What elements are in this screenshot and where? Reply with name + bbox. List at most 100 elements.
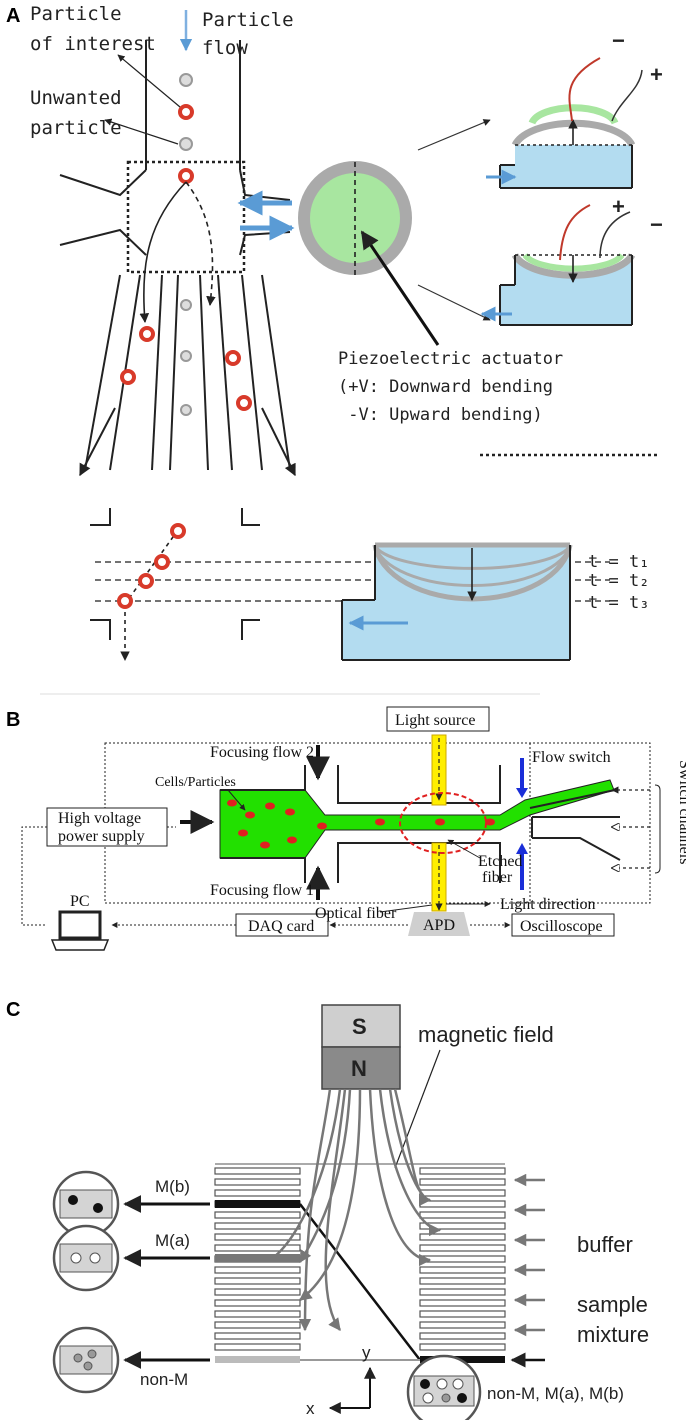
magnet-n-label: N — [351, 1056, 367, 1081]
actuator-label-line2: (+V: Downward bending — [338, 377, 553, 397]
apd-label: APD — [423, 917, 455, 934]
cells — [227, 799, 495, 849]
time-label-t1: t = t₁ — [588, 552, 649, 572]
label-unwanted-line1: Unwanted — [30, 87, 122, 109]
particle-path — [124, 529, 179, 605]
time-label-t3: t = t₃ — [588, 593, 649, 613]
optical-fiber-label: Optical fiber — [315, 905, 397, 922]
bottom-cross-channel — [90, 508, 260, 640]
ma-label: M(a) — [155, 1231, 190, 1250]
panel-a: A Particle of interest Particle flow Unw… — [6, 3, 663, 695]
hv-label-line2: power supply — [58, 828, 145, 845]
magnet-s — [321, 1004, 401, 1048]
pointer-actuator — [360, 230, 440, 346]
label-particle-flow-line2: flow — [202, 37, 248, 59]
pc-hv-link — [21, 826, 47, 926]
detail-downward-bending — [480, 204, 636, 326]
label-particle-of-interest-line2: of interest — [30, 33, 156, 55]
y-axis-label: y — [362, 1343, 371, 1362]
time-label-t2: t = t₂ — [588, 571, 649, 591]
detail-upward-bending — [486, 57, 643, 189]
sample-label-line2: mixture — [577, 1322, 649, 1347]
panel-c-label: C — [6, 999, 20, 1021]
cells-particles-label: Cells/Particles — [155, 775, 236, 790]
mixture-legend: non-M, M(a), M(b) — [487, 1384, 624, 1403]
mixture-circle — [406, 1354, 482, 1420]
trajectory-right — [185, 181, 216, 306]
outlet-non-m — [215, 1356, 300, 1363]
oscilloscope-box — [511, 913, 615, 937]
etched-pointer — [447, 839, 481, 859]
main-channel — [219, 779, 615, 859]
pointer-to-lower-detail — [417, 284, 491, 321]
sign-upper-minus: − — [612, 28, 625, 53]
magnetic-field-label: magnetic field — [418, 1022, 554, 1047]
pointer-particle-of-interest — [117, 54, 181, 108]
daq-label: DAQ card — [248, 918, 314, 935]
outlet-mb — [215, 1200, 300, 1208]
cells-pointer — [227, 789, 246, 811]
hv-box — [46, 807, 168, 847]
actuator-label-line3: -V: Upward bending) — [338, 405, 543, 425]
zoom-arrow-right — [261, 407, 296, 477]
outlet-ma — [215, 1254, 300, 1262]
focusing-flow-1-label: Focusing flow 1 — [210, 882, 314, 899]
buffer-arrows — [513, 1173, 545, 1337]
switch-channels-bracket — [654, 784, 661, 874]
etched-fiber-line2: fiber — [482, 869, 513, 886]
pointer-to-upper-detail — [417, 119, 491, 151]
bottom-particles — [117, 523, 186, 609]
non-m-label: non-M — [140, 1370, 188, 1389]
oscilloscope-label: Oscilloscope — [520, 918, 603, 935]
sign-lower-minus: − — [650, 212, 663, 237]
trajectory-left — [139, 181, 187, 323]
non-m-sample-circle — [52, 1326, 120, 1394]
zoom-arrow-left — [79, 407, 116, 477]
detection-zone — [399, 792, 487, 854]
light-source-label: Light source — [395, 712, 475, 729]
sample-label-line1: sample — [577, 1292, 648, 1317]
optical-fiber-pointer — [379, 904, 433, 913]
switch-arrowhead-bottom — [516, 843, 528, 854]
panel-b-label: B — [6, 709, 20, 731]
apd-box — [408, 912, 470, 936]
reservoir-detail — [341, 542, 573, 661]
sorting-region-box — [126, 160, 246, 274]
panel-c: C S N magnetic field — [6, 999, 649, 1420]
sign-lower-plus: + — [612, 194, 625, 219]
sign-upper-plus: + — [650, 62, 663, 87]
hv-label-line1: High voltage — [58, 810, 141, 827]
label-particle-flow-line1: Particle — [202, 9, 294, 31]
inlet-particles — [120, 73, 252, 416]
switch-channels-label: Switch channels — [676, 760, 686, 864]
mb-trajectory — [299, 1203, 421, 1361]
side-arm-upper-left — [59, 169, 147, 197]
right-comb — [419, 1167, 506, 1351]
pc-icon — [50, 910, 110, 951]
outlet-channels — [84, 274, 291, 471]
switch-arrowhead-top — [516, 788, 528, 798]
buffer-label: buffer — [577, 1232, 633, 1257]
mb-label: M(b) — [155, 1177, 190, 1196]
x-axis-label: x — [306, 1399, 315, 1418]
label-particle-of-interest-line1: Particle — [30, 3, 122, 25]
flow-switch-label: Flow switch — [532, 749, 611, 766]
side-arm-lower-right — [239, 231, 291, 256]
mb-sample-circle — [52, 1170, 120, 1238]
ma-sample-circle — [52, 1224, 120, 1292]
side-arm-lower-left — [59, 228, 147, 256]
etched-fiber-line1: Etched — [478, 853, 522, 870]
actuator-label-line1: Piezoelectric actuator — [338, 349, 563, 369]
light-direction-label: Light direction — [500, 896, 596, 913]
panel-b: B Light source — [6, 706, 686, 951]
magnet-n — [321, 1046, 401, 1090]
pointer-unwanted — [104, 118, 179, 145]
focusing-flow-2-label: Focusing flow 2 — [210, 744, 314, 761]
time-lines — [95, 561, 610, 602]
side-arm-upper-right — [239, 169, 291, 201]
label-unwanted-line2: particle — [30, 117, 122, 139]
inlet-sample — [420, 1356, 505, 1363]
magnet-s-label: S — [352, 1014, 367, 1039]
pc-label: PC — [70, 893, 90, 910]
